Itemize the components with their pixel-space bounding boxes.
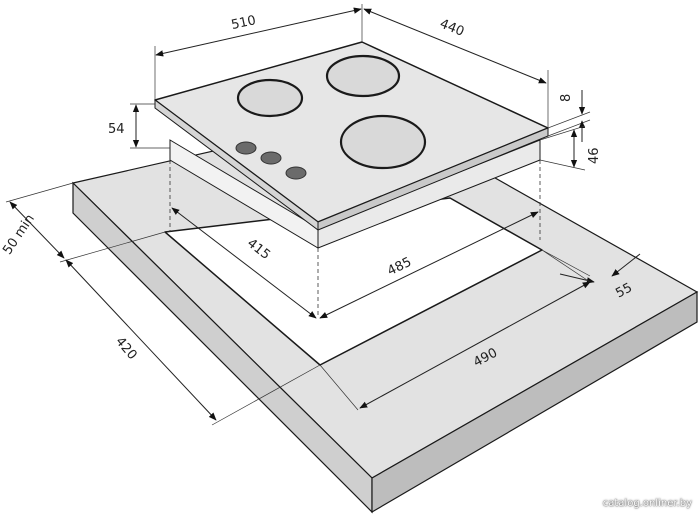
hob-glass [154, 41, 549, 231]
dimension-width-top: 510 [154, 4, 363, 100]
label-width-top: 510 [230, 13, 257, 33]
label-height-total: 54 [108, 122, 125, 137]
control-knob-1 [235, 141, 257, 155]
dimension-body-height: 46 [539, 125, 602, 171]
dimension-edge-front: 55 [541, 249, 641, 301]
burner-back-right [325, 54, 401, 98]
control-knob-2 [260, 151, 282, 165]
watermark: catalog.onliner.by [602, 498, 692, 509]
label-edge-side: 50 min [0, 212, 38, 258]
label-depth-top: 440 [438, 17, 467, 40]
label-worktop-depth: 420 [112, 334, 139, 363]
dimension-height-total: 54 [108, 103, 170, 149]
label-body-height: 46 [587, 147, 602, 164]
burner-back-left [236, 78, 304, 118]
dimension-glass-thickness: 8 [547, 90, 591, 142]
dimension-edge-side: 50 min [0, 182, 74, 259]
control-knob-3 [285, 166, 307, 180]
burner-front-large [339, 114, 427, 170]
label-edge-front: 55 [613, 280, 635, 301]
label-glass-thickness: 8 [559, 94, 574, 102]
